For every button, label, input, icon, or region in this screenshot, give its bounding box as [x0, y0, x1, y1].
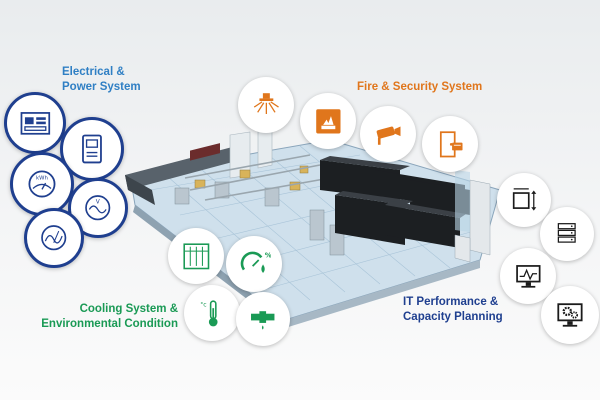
monitor-settings-circle[interactable] [541, 286, 599, 344]
access-door-icon [439, 130, 463, 158]
cooling-label-line2: Environmental Condition [41, 318, 178, 330]
electrical-label-line1: Electrical & [62, 66, 125, 78]
monitor-chart-icon [515, 264, 541, 288]
thermometer-icon: °c [200, 300, 218, 327]
crac-unit-icon [183, 243, 209, 269]
monitor-settings-icon [557, 303, 583, 327]
fire-security-system-label: Fire & Security System [357, 80, 482, 95]
server-rack-circle[interactable] [540, 207, 594, 261]
cctv-camera-circle[interactable] [360, 106, 416, 162]
humidity-gauge-icon: % [240, 251, 271, 273]
sprinkler-circle[interactable] [238, 77, 294, 133]
it-label-line2: Capacity Planning [403, 311, 503, 323]
sprinkler-icon [253, 92, 279, 114]
cctv-camera-icon [376, 126, 401, 145]
power-panel-circle[interactable] [4, 92, 66, 154]
current-meter-circle[interactable] [24, 208, 84, 268]
crac-unit-circle[interactable] [168, 228, 224, 284]
leak-detection-circle[interactable] [236, 292, 290, 346]
access-door-circle[interactable] [422, 116, 478, 172]
current-meter-icon [41, 225, 67, 251]
fire-label-text: Fire & Security System [357, 81, 483, 93]
humidity-gauge-circle[interactable]: % [226, 236, 282, 292]
voltage-meter-icon: V [85, 195, 111, 221]
kwh-meter-circle[interactable]: kWh [10, 152, 74, 216]
leak-detection-icon [251, 311, 275, 330]
capacity-resize-icon [513, 188, 537, 211]
fire-alarm-icon [315, 108, 341, 134]
server-rack-icon [558, 223, 576, 243]
celsius-text: °c [200, 300, 206, 308]
it-label-line1: IT Performance & [403, 296, 499, 308]
cooling-label-line1: Cooling System & [79, 303, 178, 315]
capacity-resize-circle[interactable] [497, 173, 551, 227]
volt-text: V [96, 200, 100, 206]
thermometer-circle[interactable]: °c [184, 285, 240, 341]
cooling-environmental-label: Cooling System & Environmental Condition [30, 302, 178, 332]
it-performance-label: IT Performance & Capacity Planning [403, 295, 503, 325]
electrical-label-line2: Power System [62, 81, 141, 93]
fire-alarm-circle[interactable] [300, 93, 356, 149]
kwh-text: kWh [36, 175, 48, 181]
kwh-meter-icon: kWh [28, 170, 56, 198]
electrical-power-system-label: Electrical & Power System [62, 65, 141, 95]
ups-icon [82, 134, 102, 164]
power-panel-icon [20, 111, 50, 135]
percent-text: % [264, 251, 271, 259]
monitor-chart-circle[interactable] [500, 248, 556, 304]
